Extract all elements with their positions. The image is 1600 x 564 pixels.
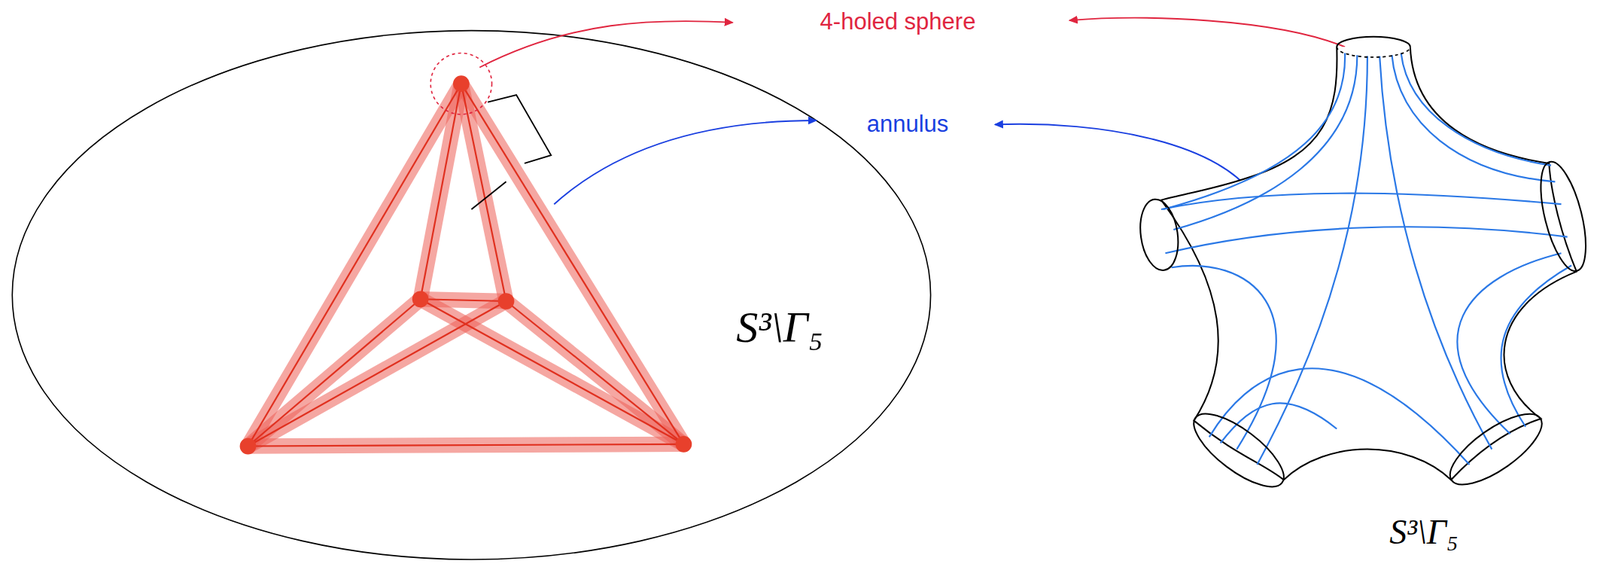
region-ellipse bbox=[12, 30, 931, 560]
graph-edge bbox=[247, 444, 684, 447]
vertex-neighbourhood bbox=[430, 53, 492, 115]
tubular-neighbourhood bbox=[247, 83, 684, 446]
graph-edge bbox=[420, 298, 685, 445]
graph-edge bbox=[461, 83, 507, 302]
graph-vertex bbox=[412, 290, 429, 308]
graph-edge bbox=[247, 301, 506, 447]
graph-edge bbox=[247, 444, 684, 447]
graph-edge bbox=[247, 301, 506, 447]
graph-vertex bbox=[498, 292, 515, 310]
graph-vertex bbox=[240, 438, 257, 455]
graph-edge bbox=[420, 298, 507, 302]
graph-edge bbox=[247, 298, 420, 446]
graph-edge bbox=[506, 301, 685, 445]
graph-vertex bbox=[675, 435, 693, 453]
leader-arrow bbox=[1069, 18, 1345, 48]
space-label: S³\Γ₅ bbox=[1389, 511, 1459, 552]
callout-label: 4-holed sphere bbox=[820, 8, 977, 36]
graph-vertex bbox=[453, 75, 470, 92]
graph-edge bbox=[247, 298, 420, 446]
graph-edge bbox=[247, 83, 461, 446]
leader-arrow bbox=[479, 21, 733, 68]
graph-edge bbox=[461, 83, 685, 445]
annulus-marker bbox=[471, 94, 551, 210]
graph-edge bbox=[461, 83, 507, 302]
graph-edge bbox=[420, 298, 507, 302]
callout-label: annulus bbox=[866, 110, 950, 138]
graph-edge bbox=[420, 298, 685, 445]
graph-edge bbox=[506, 301, 685, 445]
space-label: S³\Γ₅ bbox=[736, 301, 824, 353]
graph-edge bbox=[420, 83, 462, 299]
graph-vertices bbox=[240, 75, 693, 454]
surface-figure bbox=[1136, 36, 1595, 499]
leader-arrow bbox=[553, 120, 816, 204]
graph-edge bbox=[420, 83, 462, 299]
graph-edges bbox=[247, 83, 684, 446]
